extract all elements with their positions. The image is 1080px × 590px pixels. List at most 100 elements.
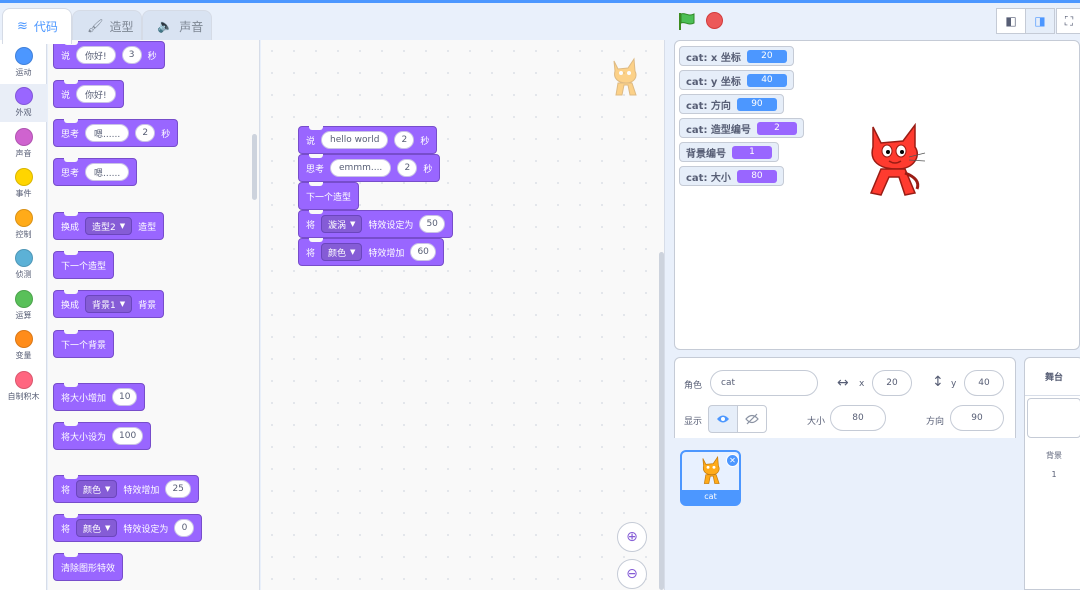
tab-sounds[interactable]: 🔈 声音 (142, 10, 212, 42)
category-sensing[interactable]: 侦测 (0, 246, 47, 284)
number-input[interactable]: 2 (394, 131, 415, 149)
number-input[interactable]: 2 (135, 124, 156, 142)
y-input[interactable]: 40 (964, 370, 1004, 396)
cat-sprite[interactable] (861, 123, 931, 203)
category-variables[interactable]: 变量 (0, 327, 47, 365)
number-input[interactable]: 0 (174, 519, 195, 537)
hide-sprite-button[interactable] (737, 405, 767, 433)
sprite-tile-name: cat (704, 492, 717, 501)
category-sound[interactable]: 声音 (0, 125, 47, 163)
category-looks[interactable]: 外观 (0, 84, 47, 122)
text-input[interactable]: 你好! (76, 46, 116, 64)
show-sprite-button[interactable] (708, 405, 738, 433)
direction-input[interactable]: 90 (950, 405, 1004, 431)
palette-block-next-costume[interactable]: 下一个造型 (53, 251, 115, 279)
palette-block-next-backdrop[interactable]: 下一个背景 (53, 330, 115, 358)
palette-block-set-effect[interactable]: 将 颜色▼ 特效设定为 0 (53, 514, 203, 542)
monitor-y-position[interactable]: cat: y 坐标 40 (679, 70, 794, 90)
effect-dropdown[interactable]: 漩涡▼ (321, 215, 363, 233)
x-label: x (859, 379, 865, 389)
speaker-icon: 🔈 (157, 19, 174, 34)
palette-block-switch-costume[interactable]: 换成 造型2▼ 造型 (53, 212, 165, 240)
text-input[interactable]: hello world (321, 131, 389, 149)
script-block-think-for-secs[interactable]: 思考 emmm.... 2 秒 (298, 154, 441, 182)
script-workspace[interactable]: 说 hello world 2 秒 思考 emmm.... 2 秒 下一个造型 … (261, 40, 665, 590)
palette-block-set-size[interactable]: 将大小设为 100 (53, 422, 152, 450)
palette-block-say[interactable]: 说 你好! (53, 80, 124, 108)
number-input[interactable]: 2 (397, 159, 418, 177)
text-input[interactable]: 你好! (76, 85, 116, 103)
sprite-name-input[interactable]: cat (710, 370, 818, 396)
zoom-out-button[interactable]: ⊖ (617, 559, 647, 589)
palette-block-say-for-secs[interactable]: 说 你好! 3 秒 (53, 41, 165, 69)
script-block-change-effect[interactable]: 将 颜色▼ 特效增加 60 (298, 238, 444, 266)
category-dot-icon (14, 87, 33, 105)
palette-block-think[interactable]: 思考 嗯...... (53, 158, 138, 186)
palette-block-think-for-secs[interactable]: 思考 嗯...... 2 秒 (53, 119, 179, 147)
eye-slash-icon (745, 413, 759, 425)
tab-code-label: 代码 (33, 20, 58, 34)
y-label: y (951, 379, 957, 389)
monitor-x-position[interactable]: cat: x 坐标 20 (679, 46, 794, 66)
palette-block-switch-backdrop[interactable]: 换成 背景1▼ 背景 (53, 290, 165, 318)
number-input[interactable]: 50 (419, 215, 445, 233)
chevron-down-icon: ▼ (119, 300, 126, 308)
tab-costumes[interactable]: 🖌 造型 (72, 10, 142, 42)
effect-dropdown[interactable]: 颜色▼ (321, 243, 363, 261)
palette-block-clear-effects[interactable]: 清除图形特效 (53, 553, 124, 581)
category-control[interactable]: 控制 (0, 206, 47, 244)
monitor-backdrop-number[interactable]: 背景编号 1 (679, 142, 779, 162)
eye-icon (717, 415, 729, 423)
workspace-scrollbar[interactable] (659, 252, 664, 590)
backdrop-dropdown[interactable]: 背景1▼ (85, 295, 133, 313)
category-motion[interactable]: 运动 (0, 44, 47, 82)
monitor-direction[interactable]: cat: 方向 90 (679, 94, 784, 114)
tab-code[interactable]: ≋ 代码 (2, 8, 72, 44)
text-input[interactable]: 嗯...... (85, 124, 130, 142)
text-input[interactable]: emmm.... (330, 159, 392, 177)
normal-stage-button[interactable]: ◨ (1025, 8, 1055, 34)
stage-pane-title: 舞台 (1025, 358, 1080, 396)
number-input[interactable]: 60 (410, 243, 436, 261)
script-block-say-for-secs[interactable]: 说 hello world 2 秒 (298, 126, 438, 154)
code-icon: ≋ (17, 19, 28, 34)
category-operators[interactable]: 运算 (0, 287, 47, 325)
small-stage-button[interactable]: ◧ (996, 8, 1026, 34)
tab-sounds-label: 声音 (179, 20, 204, 34)
effect-dropdown[interactable]: 颜色▼ (76, 519, 118, 537)
number-input[interactable]: 25 (165, 480, 191, 498)
stage[interactable]: cat: x 坐标 20 cat: y 坐标 40 cat: 方向 90 cat… (674, 40, 1080, 350)
category-events[interactable]: 事件 (0, 165, 47, 203)
zoom-in-button[interactable]: ⊕ (617, 522, 647, 552)
palette-block-change-size[interactable]: 将大小增加 10 (53, 383, 146, 411)
monitor-costume-number[interactable]: cat: 造型编号 2 (679, 118, 804, 138)
delete-sprite-button[interactable]: ✕ (726, 454, 739, 467)
number-input[interactable]: 3 (121, 46, 142, 64)
close-icon: ✕ (729, 456, 736, 465)
palette-block-change-effect[interactable]: 将 颜色▼ 特效增加 25 (53, 475, 199, 503)
stop-button[interactable] (706, 12, 723, 29)
y-arrows-icon: ↕ (932, 374, 944, 390)
size-input[interactable]: 80 (830, 405, 886, 431)
text-input[interactable]: 嗯...... (85, 163, 130, 181)
fullscreen-button[interactable]: ⛶ (1056, 8, 1080, 34)
category-dot-icon (14, 128, 33, 146)
backdrops-count: 1 (1051, 470, 1057, 479)
stage-thumbnail[interactable] (1027, 398, 1080, 438)
category-my-blocks[interactable]: 自制积木 (0, 368, 47, 406)
monitor-size[interactable]: cat: 大小 80 (679, 166, 784, 186)
palette-scrollbar[interactable] (252, 134, 257, 200)
script-block-next-costume[interactable]: 下一个造型 (298, 182, 360, 210)
number-input[interactable]: 100 (112, 427, 144, 445)
stage-selector[interactable]: 舞台 背景 1 (1024, 357, 1080, 590)
number-input[interactable]: 10 (112, 388, 138, 406)
x-input[interactable]: 20 (872, 370, 912, 396)
zoom-out-icon: ⊖ (626, 566, 638, 582)
script-block-set-effect[interactable]: 将 漩涡▼ 特效设定为 50 (298, 210, 453, 238)
green-flag-icon[interactable] (677, 11, 697, 31)
effect-dropdown[interactable]: 颜色▼ (76, 480, 118, 498)
show-label: 显示 (684, 417, 703, 427)
size-label: 大小 (807, 417, 826, 427)
costume-dropdown[interactable]: 造型2▼ (85, 217, 133, 235)
normal-stage-icon: ◨ (1034, 14, 1046, 28)
